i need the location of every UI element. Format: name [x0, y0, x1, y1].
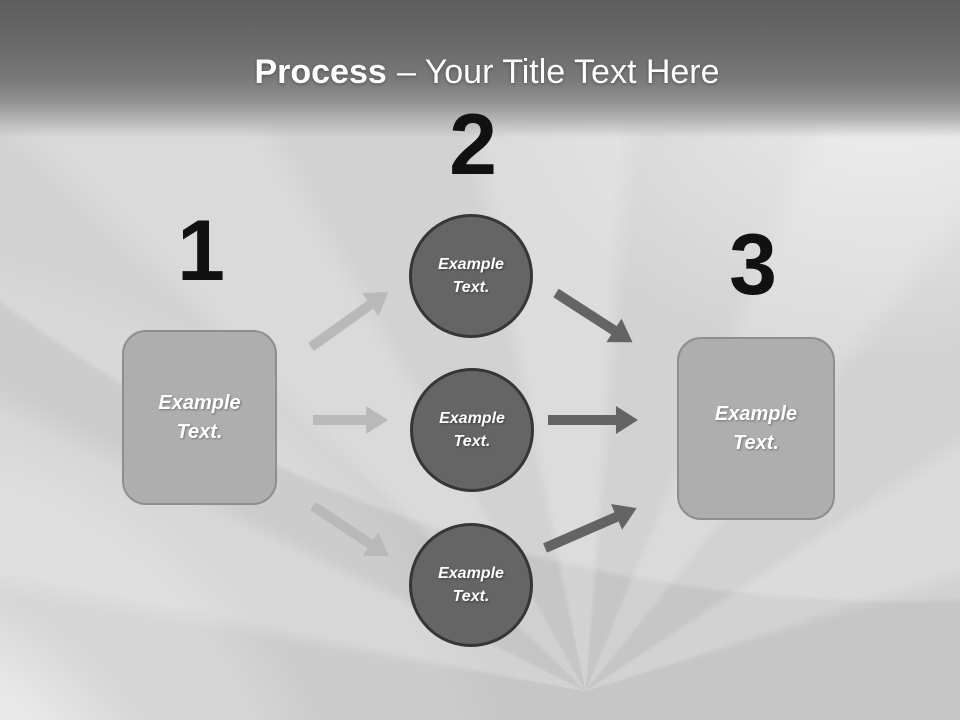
- step-3-box: Example Text.: [677, 337, 835, 520]
- arrow-circle3-to-box3: [543, 504, 637, 553]
- arrow-box1-to-circle3: [310, 501, 389, 557]
- step-2-circle-3: Example Text.: [409, 523, 533, 647]
- step-1-number: 1: [177, 203, 225, 299]
- label-line-1: Example: [714, 402, 798, 425]
- arrow-circle1-to-box3: [553, 288, 633, 343]
- arrow-circle2-to-box3: [548, 406, 638, 434]
- step-2-circle-1: Example Text.: [409, 214, 533, 338]
- step-2-circle-3-label: Example Text.: [438, 562, 504, 608]
- label-line-1: Example: [439, 410, 505, 427]
- arrow-up-right-icon: [543, 504, 637, 553]
- step-2-circle-2: Example Text.: [410, 368, 534, 492]
- step-2-number: 2: [449, 97, 497, 193]
- arrow-down-right-icon: [553, 288, 633, 343]
- step-2-circle-1-label: Example Text.: [438, 253, 504, 299]
- step-3-number: 3: [729, 217, 777, 313]
- label-line-2: Text.: [452, 279, 490, 296]
- step-2-circle-2-label: Example Text.: [439, 407, 505, 453]
- label-line-1: Example: [158, 391, 241, 414]
- label-line-2: Text.: [176, 420, 223, 443]
- label-line-2: Text.: [453, 433, 491, 450]
- step-1-box: Example Text.: [122, 330, 277, 505]
- arrow-down-right-icon: [310, 501, 389, 557]
- slide-title-keyword: Process: [254, 53, 387, 91]
- step-3-label: Example Text.: [715, 400, 797, 458]
- label-line-1: Example: [438, 565, 504, 582]
- arrow-up-right-icon: [308, 291, 389, 352]
- arrow-right-icon: [313, 406, 388, 434]
- slide-title: Process– Your Title Text Here: [0, 52, 960, 92]
- arrow-box1-to-circle2: [313, 406, 388, 434]
- label-line-2: Text.: [733, 431, 779, 454]
- slide-title-subtitle: – Your Title Text Here: [396, 53, 720, 91]
- arrow-right-icon: [548, 406, 638, 434]
- step-1-label: Example Text.: [158, 389, 240, 447]
- label-line-2: Text.: [452, 588, 490, 605]
- label-line-1: Example: [438, 256, 504, 273]
- arrow-box1-to-circle1: [308, 291, 389, 352]
